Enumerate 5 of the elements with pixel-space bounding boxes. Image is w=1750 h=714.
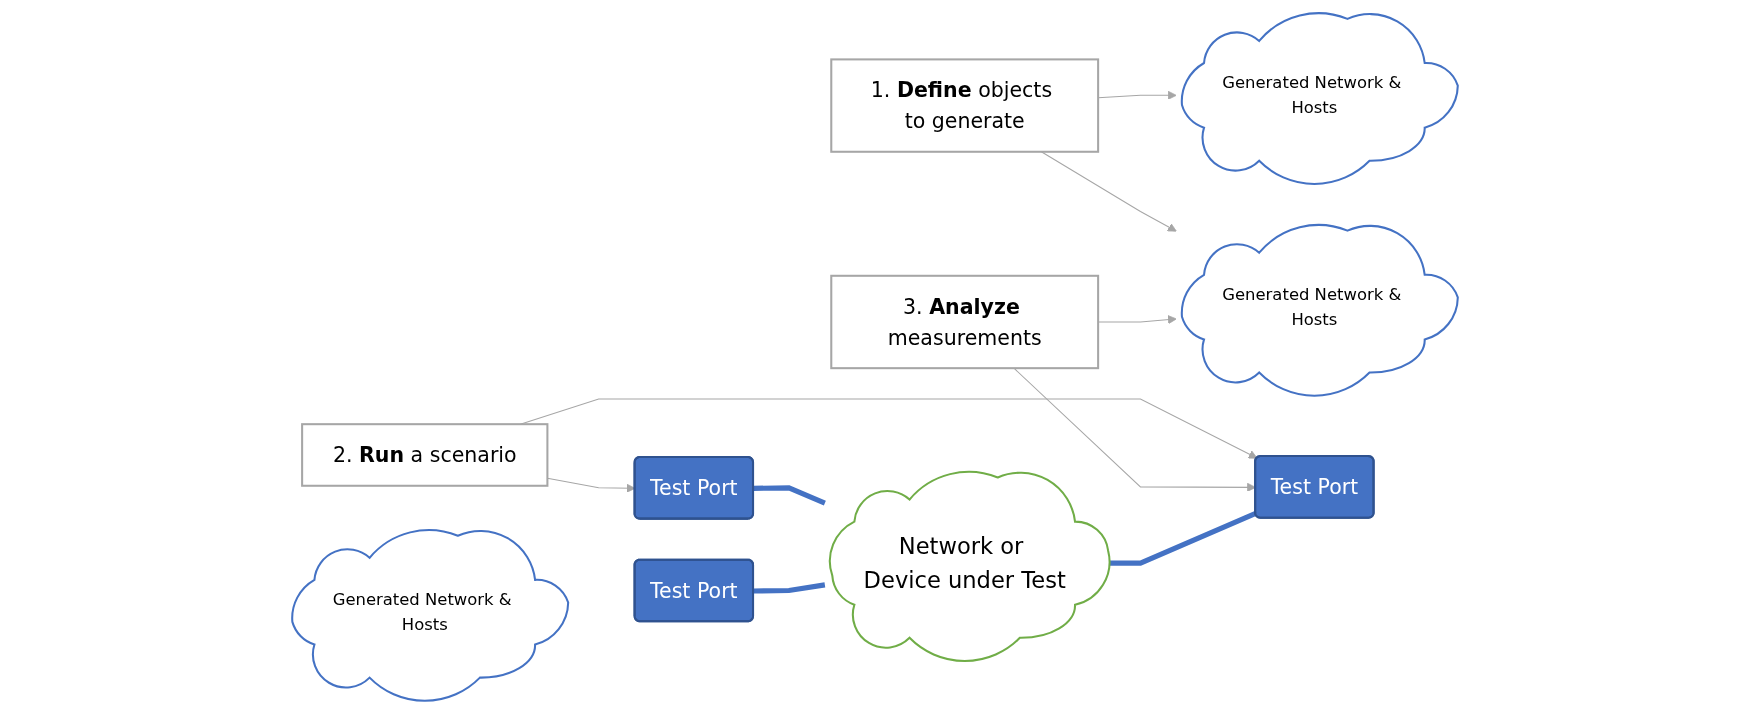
- node-box: 1. Define objects to generate: [830, 58, 1100, 153]
- node-box: 2. Run a scenario: [301, 423, 549, 487]
- node-box: 3. Analyze measurements: [830, 274, 1100, 370]
- connector: [753, 485, 826, 506]
- connector: [753, 582, 826, 594]
